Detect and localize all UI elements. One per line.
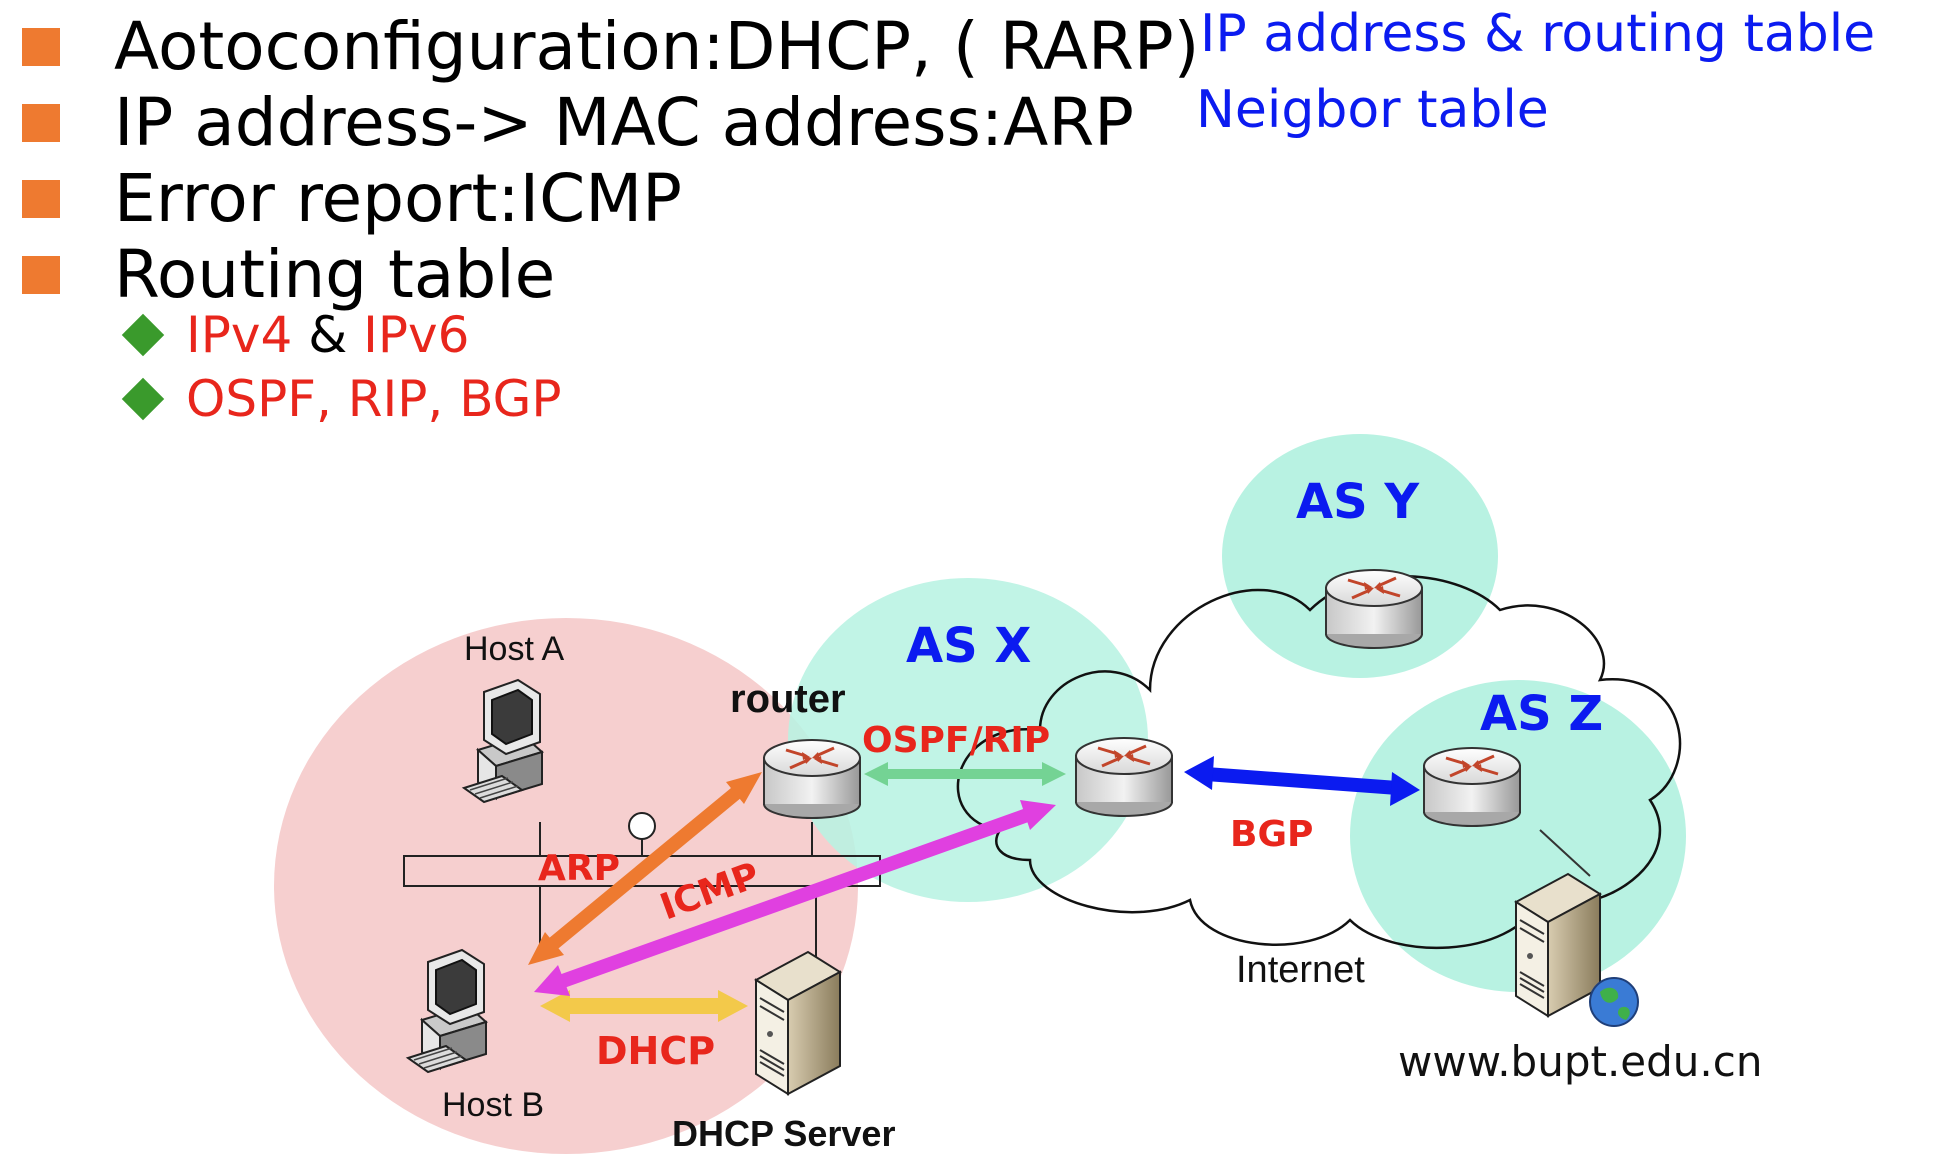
subbullet-sep: & (292, 306, 364, 364)
as-y-router-icon (1324, 568, 1424, 650)
bullet-label: Error report: (114, 160, 520, 237)
as-z-router-icon (1422, 746, 1522, 828)
icmp-arrow (534, 800, 1056, 996)
bullet-label: Aotoconfiguration: (114, 8, 725, 85)
label-ospf-rip: OSPF/RIP (862, 720, 1050, 761)
subbullet-part1: IPv4 (186, 306, 293, 364)
subbullet-part1: OSPF, RIP, BGP (186, 370, 562, 428)
label-website: www.bupt.edu.cn (1398, 1037, 1763, 1086)
bullet-icmp: Error report: ICMP (0, 160, 682, 237)
note-ip-routing-table: IP address & routing table (1200, 4, 1876, 64)
bullet-square-icon (22, 255, 60, 294)
web-server-icon (1515, 873, 1601, 1017)
as-x-router-icon (1074, 736, 1174, 818)
bus-terminator (628, 812, 656, 840)
internet-cloud (956, 575, 1682, 950)
as-y-area (1222, 434, 1498, 678)
subbullet-ip-versions: IPv4 & IPv6 (0, 306, 469, 364)
router-icon (762, 738, 862, 820)
bullet-value: ARP (1003, 84, 1134, 161)
subbullet-protocols: OSPF, RIP, BGP (0, 370, 562, 428)
label-arp: ARP (538, 848, 620, 889)
globe-icon (1589, 977, 1639, 1027)
label-as-y: AS Y (1296, 474, 1420, 530)
label-dhcp: DHCP (596, 1029, 715, 1073)
bullet-arp: IP address-> MAC address: ARP (0, 84, 1134, 161)
as-x-area (788, 578, 1148, 902)
label-as-z: AS Z (1480, 686, 1603, 742)
label-router: router (730, 677, 846, 721)
dhcp-arrow (540, 990, 748, 1022)
bullet-routing-table: Routing table (0, 236, 555, 313)
bullet-value: ICMP (519, 160, 682, 237)
bullet-square-icon (22, 179, 60, 218)
note-neighbor-table: Neigbor table (1196, 80, 1549, 140)
bullet-label: IP address-> MAC address: (114, 84, 1004, 161)
ospf-rip-arrow (864, 762, 1066, 786)
arp-arrow (528, 772, 762, 965)
bullet-value: DHCP, ( RARP) (724, 8, 1200, 85)
label-as-x: AS X (906, 618, 1031, 674)
label-internet: Internet (1236, 949, 1365, 991)
label-host-b: Host B (442, 1086, 544, 1124)
bgp-arrow (1184, 756, 1420, 806)
label-dhcp-server: DHCP Server (672, 1113, 895, 1154)
label-host-a: Host A (464, 630, 564, 668)
dhcp-server-icon (755, 951, 841, 1095)
bullet-label: Routing table (114, 236, 556, 313)
label-bgp: BGP (1230, 814, 1313, 855)
subbullet-part2: IPv6 (363, 306, 470, 364)
bullet-square-icon (22, 27, 60, 66)
bullet-autoconfiguration: Aotoconfiguration: DHCP, ( RARP) (0, 8, 1199, 85)
bullet-square-icon (22, 103, 60, 142)
